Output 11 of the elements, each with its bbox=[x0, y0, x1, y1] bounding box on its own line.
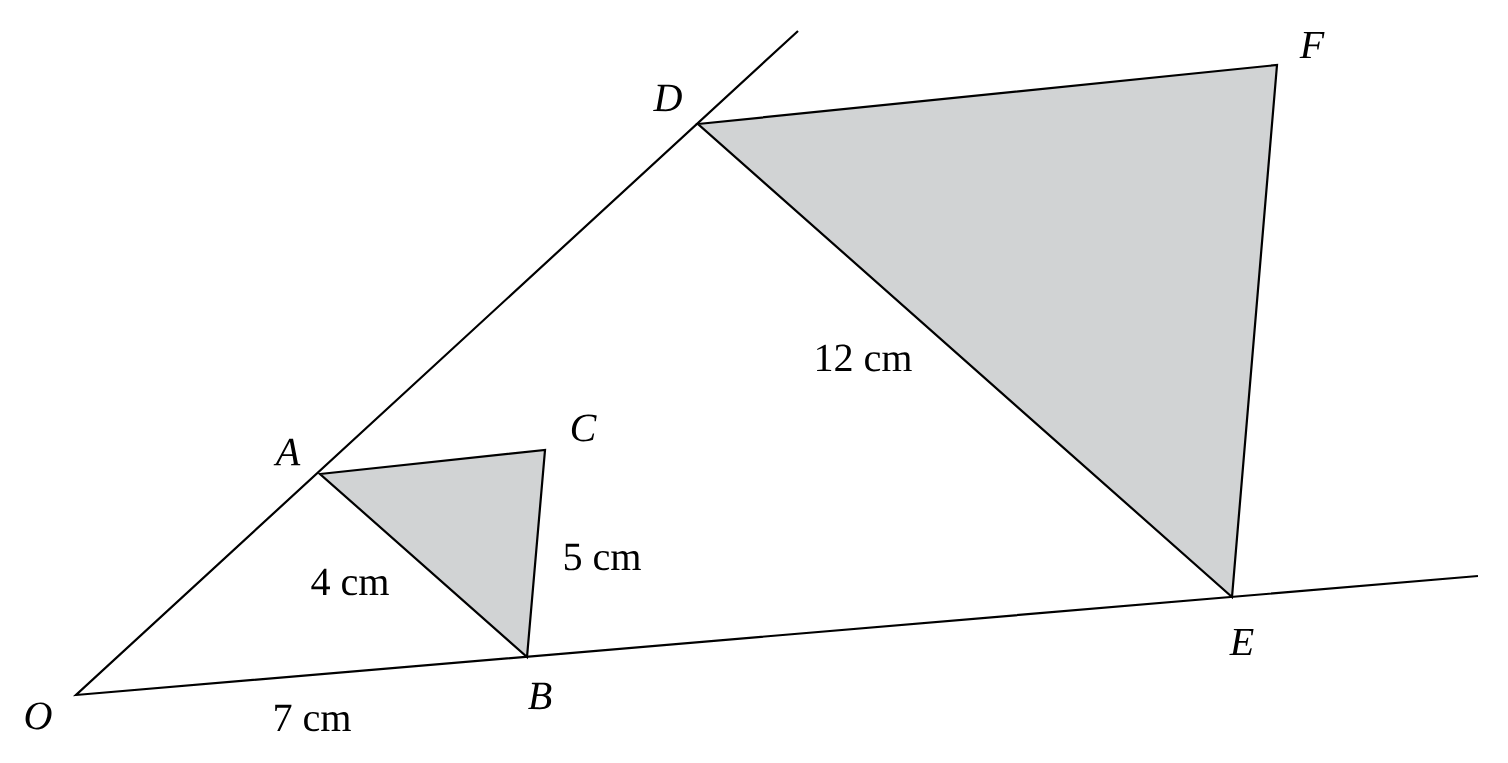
point-label: O bbox=[25, 702, 52, 730]
point-label: E bbox=[1229, 628, 1254, 656]
length-label: 7 cm bbox=[275, 704, 351, 732]
point-label: D bbox=[653, 84, 682, 112]
point-label: F bbox=[1299, 31, 1325, 59]
length-label: 5 cm bbox=[564, 543, 641, 571]
point-label: A bbox=[273, 438, 301, 466]
length-label: 4 cm bbox=[311, 568, 389, 596]
length-label: 12 cm bbox=[817, 344, 912, 372]
point-label: C bbox=[571, 414, 597, 442]
point-label: B bbox=[528, 682, 552, 710]
